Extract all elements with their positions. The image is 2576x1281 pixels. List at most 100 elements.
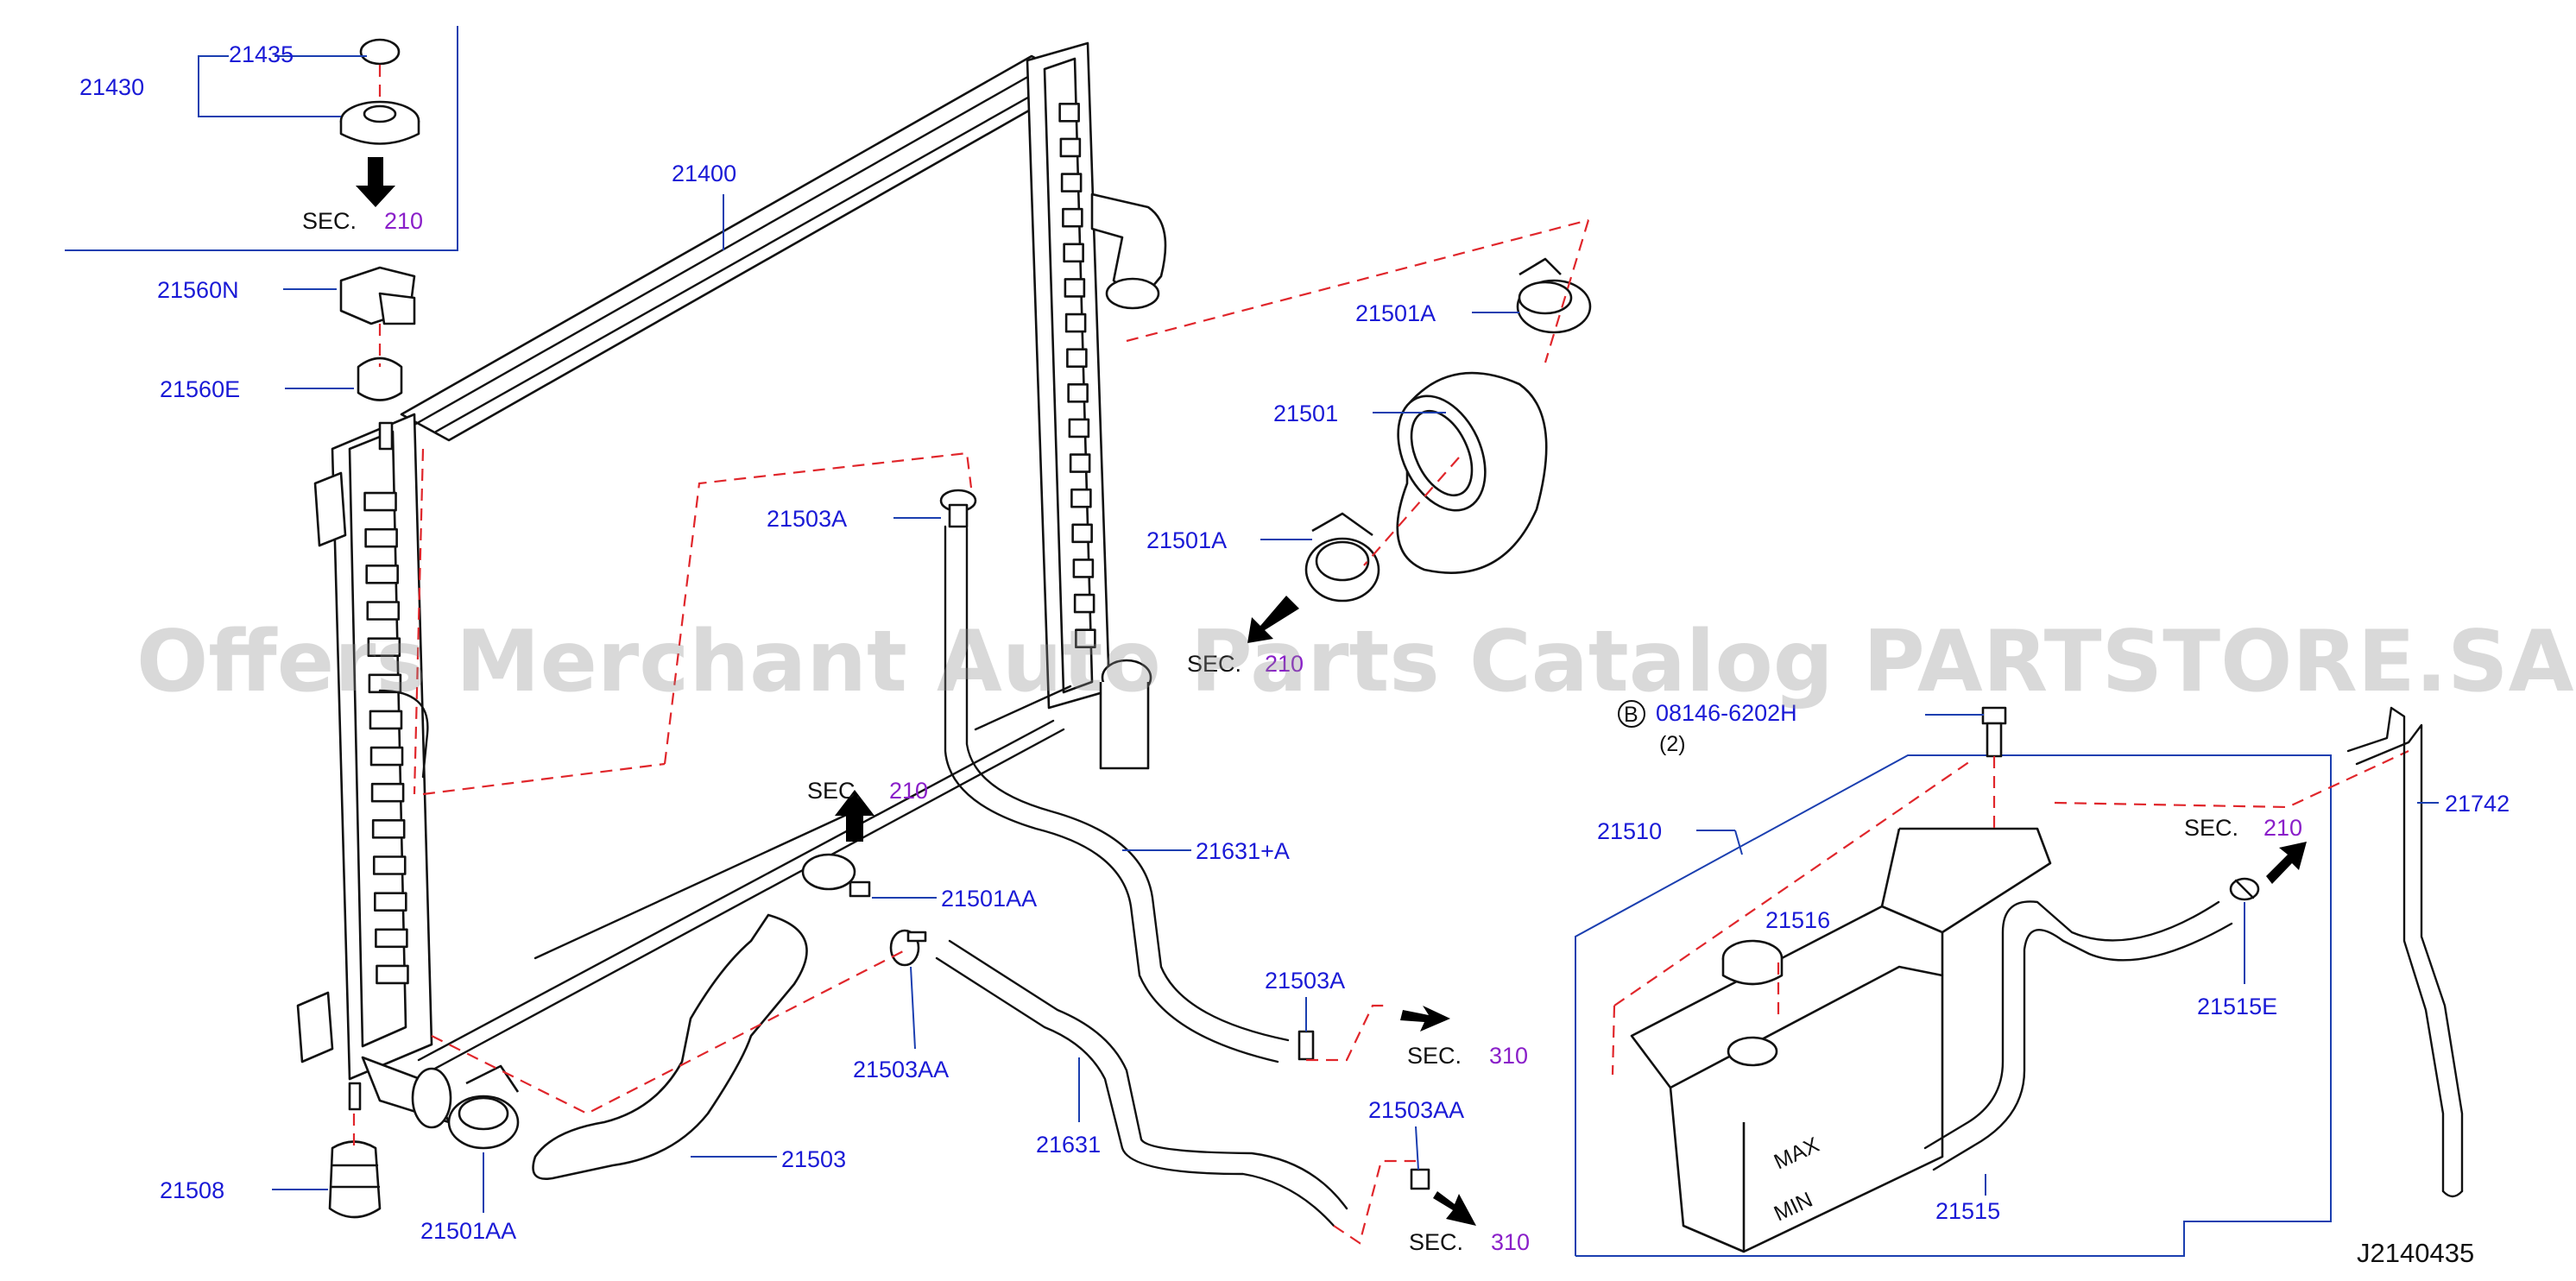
right-tank-slot <box>1063 243 1084 263</box>
label-21400[interactable]: 21400 <box>672 161 736 186</box>
label-21501AA-lower[interactable]: 21501AA <box>420 1218 516 1244</box>
label-21503AA-lower[interactable]: 21503AA <box>1368 1097 1464 1123</box>
right-tank-slot <box>1071 523 1093 544</box>
cap-arrow-icon <box>356 157 395 207</box>
label-21510[interactable]: 21510 <box>1597 818 1662 844</box>
right-tank-slot <box>1064 312 1087 333</box>
overflow-hose-21631[interactable] <box>935 939 1348 1227</box>
label-21503A-lower[interactable]: 21503A <box>1265 968 1345 994</box>
right-tank-slot <box>1073 593 1095 614</box>
section-references: SEC. 210 SEC. 210 SEC. 210 SEC. 310 SEC.… <box>302 208 2302 1255</box>
cap-inset-frame <box>65 26 458 251</box>
bracket-bolt[interactable] <box>1981 706 2007 758</box>
left-tank-slot <box>363 491 397 512</box>
sec-word-lowhose: SEC. <box>807 778 862 804</box>
sec-310a-number[interactable]: 310 <box>1489 1043 1528 1069</box>
leader-lines <box>272 194 2439 1213</box>
label-21503AA-mid[interactable]: 21503AA <box>853 1057 949 1082</box>
sec310-arrow-upper-icon <box>1400 1006 1450 1032</box>
left-tank-slot <box>367 637 401 657</box>
watermark-text: Offers Merchant Auto Parts Catalog PARTS… <box>136 613 2574 711</box>
reservoir-tank-21510[interactable] <box>1630 827 2052 1253</box>
hose-clip-21503AA-mid[interactable] <box>889 929 927 967</box>
part-labels: 21430 21435 21400 21560N 21560E 21503A 2… <box>79 41 2510 1244</box>
left-tank-slot <box>369 710 403 730</box>
reservoir-neck <box>1727 1036 1778 1067</box>
label-21503A-upper[interactable]: 21503A <box>767 506 847 532</box>
upper-outlet-pipe <box>1090 192 1167 310</box>
vent-hose-21742[interactable] <box>2346 706 2464 1198</box>
reservoir-hose-21515[interactable] <box>1923 900 2233 1171</box>
left-tank-slots <box>363 491 409 985</box>
label-21560E[interactable]: 21560E <box>160 376 240 402</box>
label-21501A-lower[interactable]: 21501A <box>1146 527 1227 553</box>
left-tank-slot <box>365 565 399 584</box>
hose-clamp-21501A-upper[interactable] <box>1516 257 1592 334</box>
right-tank-slot <box>1064 278 1086 298</box>
right-tank-slot <box>1066 348 1088 368</box>
hose-clip-21503A-lower[interactable] <box>1297 1030 1315 1061</box>
hose-clamp-21515E[interactable] <box>2229 877 2260 901</box>
sec-310b-number[interactable]: 310 <box>1491 1229 1530 1255</box>
label-21503[interactable]: 21503 <box>781 1146 846 1172</box>
sec-cap-number[interactable]: 210 <box>384 208 423 234</box>
label-bolt-code[interactable]: 08146-6202H <box>1656 700 1797 726</box>
cap-gasket-21435[interactable] <box>359 38 401 66</box>
sec-word-cap: SEC. <box>302 208 357 234</box>
label-21515[interactable]: 21515 <box>1935 1198 2000 1224</box>
label-21430[interactable]: 21430 <box>79 74 144 100</box>
hose-clamp-21501AA-lower[interactable] <box>447 1064 520 1150</box>
hose-clamp-21501A-lower[interactable] <box>1304 512 1380 603</box>
label-21560N[interactable]: 21560N <box>157 277 239 303</box>
label-bolt-qty: (2) <box>1659 732 1686 756</box>
label-21631[interactable]: 21631 <box>1036 1132 1101 1158</box>
label-21508[interactable]: 21508 <box>160 1177 224 1203</box>
left-tank-slot <box>369 746 404 767</box>
right-tank-slot <box>1069 453 1091 473</box>
upper-hose-21501[interactable] <box>1381 371 1548 574</box>
hose-clip-21503AA-lower[interactable] <box>1410 1168 1430 1190</box>
overflow-hose-21631A[interactable] <box>944 525 1290 1063</box>
left-tank-slot <box>370 782 405 803</box>
right-tank-slot <box>1059 137 1082 158</box>
label-21501A-upper[interactable]: 21501A <box>1355 300 1436 326</box>
reservoir-cap-21516[interactable] <box>1721 939 1784 986</box>
left-tank-slot <box>375 928 408 949</box>
reservoir-frame <box>1575 754 2332 1257</box>
lower-outlet-pipe <box>348 1056 452 1129</box>
sec-tank-number[interactable]: 210 <box>2263 815 2302 841</box>
mount-rubber-21508[interactable] <box>328 1140 382 1219</box>
label-21501[interactable]: 21501 <box>1273 401 1338 426</box>
sec-word-tank: SEC. <box>2184 815 2238 841</box>
right-tank-slot <box>1060 173 1083 192</box>
radiator-cap-21430[interactable] <box>339 100 420 145</box>
right-tank-slot <box>1058 103 1080 123</box>
lower-hose-21503[interactable] <box>532 913 808 1181</box>
label-21435[interactable]: 21435 <box>229 41 294 67</box>
hose-clip-21503A-upper[interactable] <box>939 489 977 528</box>
sec210-tank-arrow-icon <box>2266 842 2307 884</box>
radiator-core-21400[interactable] <box>331 41 1111 1081</box>
left-tank-slot <box>364 527 398 548</box>
right-tank-slot <box>1067 383 1089 403</box>
lower-hose-arrow-icon <box>835 790 874 842</box>
hose-clamp-21501AA-mid[interactable] <box>801 853 871 898</box>
mount-21560N[interactable] <box>339 266 416 325</box>
right-tank-slots <box>1058 103 1096 648</box>
sec-word-310a: SEC. <box>1407 1043 1462 1069</box>
left-tank-slot <box>368 673 402 694</box>
label-21516[interactable]: 21516 <box>1765 907 1830 933</box>
label-21631A[interactable]: 21631+A <box>1196 838 1290 864</box>
label-21742[interactable]: 21742 <box>2445 791 2510 817</box>
left-tank-slot <box>374 892 407 912</box>
sec-word-mid: SEC. <box>1187 651 1241 677</box>
diagram-code: J2140435 <box>2357 1238 2474 1268</box>
sec-mid-number[interactable]: 210 <box>1265 651 1304 677</box>
right-tank-slot <box>1068 418 1090 439</box>
sec-lowhose-number[interactable]: 210 <box>889 778 928 804</box>
label-21515E[interactable]: 21515E <box>2197 994 2277 1019</box>
label-21501AA-mid[interactable]: 21501AA <box>941 886 1037 912</box>
right-tank-slot <box>1072 558 1095 578</box>
mount-rubber-21560E[interactable] <box>357 357 403 401</box>
